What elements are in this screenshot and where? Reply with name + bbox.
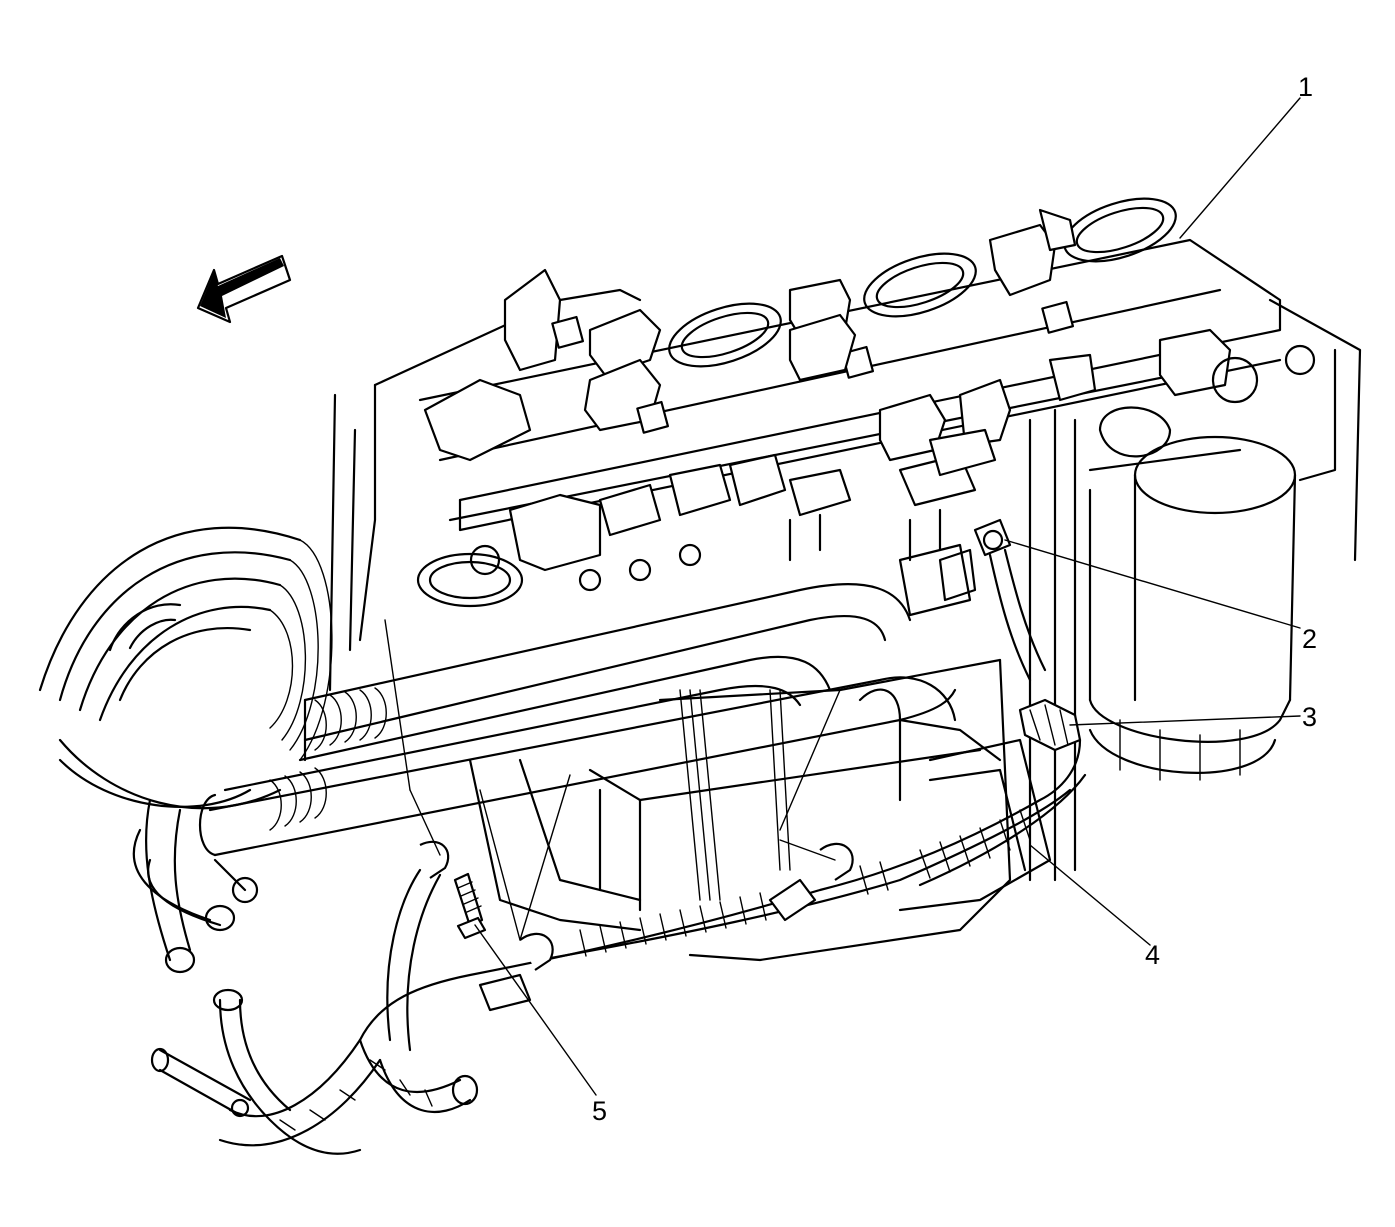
lower-hoses bbox=[132, 798, 259, 974]
callout-4: 4 bbox=[1145, 940, 1160, 970]
crankshaft-pulley bbox=[38, 526, 333, 810]
front-direction-arrow-icon bbox=[196, 254, 292, 324]
cylinder-head bbox=[416, 197, 1316, 608]
callout-5: 5 bbox=[592, 1096, 607, 1126]
wiring-harness bbox=[150, 738, 1087, 1155]
harness-bolt bbox=[453, 872, 487, 940]
oil-pan bbox=[588, 658, 1052, 962]
callout-2: 2 bbox=[1302, 624, 1317, 654]
callout-1: 1 bbox=[1298, 72, 1313, 102]
oil-pressure-sensor bbox=[973, 518, 1082, 752]
oil-filter bbox=[1088, 406, 1297, 781]
leader-lines bbox=[384, 97, 1301, 1096]
callout-3: 3 bbox=[1302, 702, 1317, 732]
